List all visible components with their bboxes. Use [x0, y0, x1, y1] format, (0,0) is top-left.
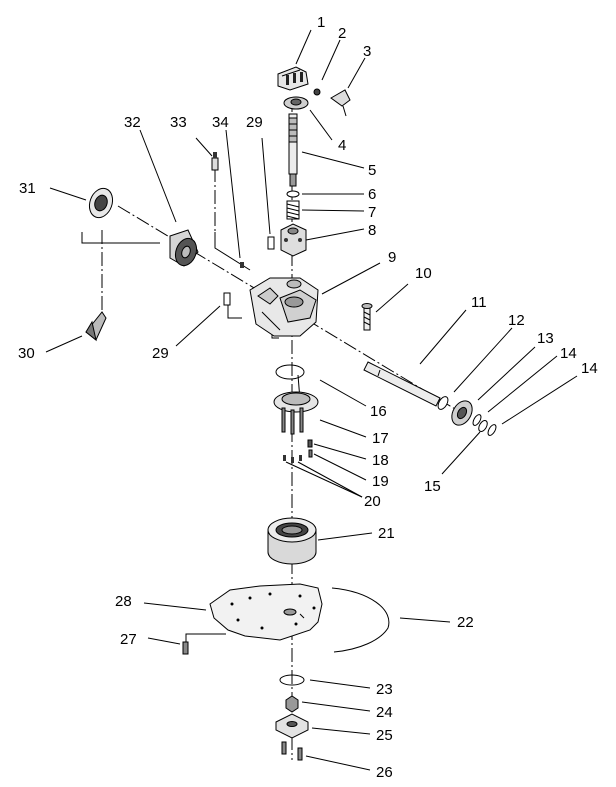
callout-18: 18 [372, 452, 389, 469]
part-30-cup [85, 311, 107, 342]
callout-24: 24 [376, 704, 393, 721]
part-9-housing [249, 277, 319, 337]
part-22-arc [331, 587, 390, 653]
callout-25: 25 [376, 727, 393, 744]
part-20-pins [283, 455, 302, 463]
part-25-cover [275, 713, 309, 739]
callout-33: 33 [170, 114, 187, 131]
callout-34: 34 [212, 114, 229, 131]
part-28-plate [209, 583, 323, 641]
part-29-pins [223, 236, 275, 306]
part-21-bearing [267, 517, 317, 565]
callout-6: 6 [368, 186, 376, 203]
part-7-spring [286, 200, 300, 220]
callout-8: 8 [368, 222, 376, 239]
callout-21: 21 [378, 525, 395, 542]
part-5-shaft [288, 113, 298, 187]
callout-22: 22 [457, 614, 474, 631]
part-4-seal [283, 96, 309, 110]
callout-29a: 29 [246, 114, 263, 131]
callout-16: 16 [370, 403, 387, 420]
part-11-shaft [363, 361, 441, 407]
callout-20: 20 [364, 493, 381, 510]
callout-14a: 14 [560, 345, 577, 362]
callout-19: 19 [372, 473, 389, 490]
part-8-block [280, 223, 307, 257]
callout-29b: 29 [152, 345, 169, 362]
part-10-bolt [361, 303, 373, 331]
callout-4: 4 [338, 137, 346, 154]
pin-bracket [227, 305, 242, 319]
callout-11: 11 [471, 294, 487, 311]
callout-10: 10 [415, 265, 432, 282]
part-18-pin [307, 439, 313, 448]
callout-12: 12 [508, 312, 525, 329]
callout-23: 23 [376, 681, 393, 698]
callout-32: 32 [124, 114, 141, 131]
callout-14b: 14 [581, 360, 598, 377]
part-14-washers [472, 414, 497, 436]
callout-2: 2 [338, 25, 346, 42]
callout-26: 26 [376, 764, 393, 781]
part-19-pin [308, 449, 313, 458]
callout-27: 27 [120, 631, 137, 648]
part-34-pin [240, 262, 244, 268]
callout-28: 28 [115, 593, 132, 610]
bolt-27-guide [185, 633, 226, 642]
part-1-cap [277, 66, 309, 91]
callout-9: 9 [388, 249, 396, 266]
part-13-gear [451, 400, 473, 426]
callout-7: 7 [368, 204, 376, 221]
callout-31: 31 [19, 180, 36, 197]
callout-15: 15 [424, 478, 441, 495]
part-33-fitting [211, 152, 219, 171]
callout-17: 17 [372, 430, 389, 447]
part-32-wheel [169, 229, 199, 267]
part-2-screw [313, 88, 321, 96]
callout-30: 30 [18, 345, 35, 362]
part-12-ring [437, 396, 449, 410]
part-16-oring [275, 364, 305, 380]
part-3-clip [330, 89, 351, 117]
fitting-bracket [214, 232, 251, 271]
cup-bracket [81, 232, 160, 244]
part-15-ring [478, 420, 488, 432]
callout-3: 3 [363, 43, 371, 60]
part-27-bolt [182, 641, 189, 655]
part-31-bearing [88, 187, 114, 219]
part-26-bolts [281, 741, 303, 761]
part-17-plate [273, 391, 319, 435]
callout-5: 5 [368, 162, 376, 179]
part-6-washer [286, 190, 300, 198]
part-24-nut [285, 695, 299, 713]
callout-13: 13 [537, 330, 554, 347]
callout-1: 1 [317, 14, 325, 31]
part-23-oring [279, 674, 305, 686]
